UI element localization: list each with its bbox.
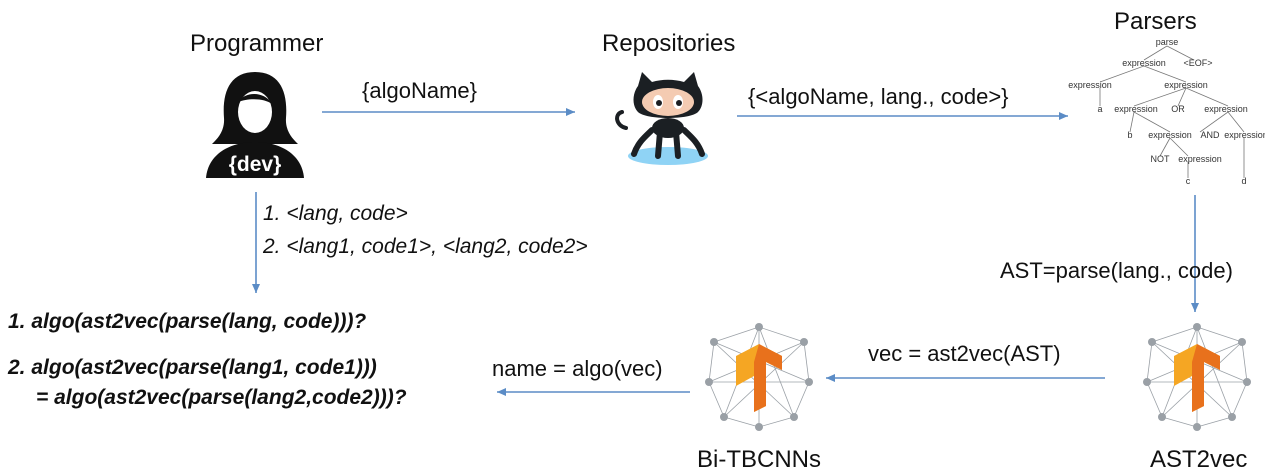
repositories-title: Repositories [602,30,736,57]
edge-label-algo-vec: name = algo(vec) [492,356,663,381]
tree-node: OR [1171,104,1185,114]
tree-node: expression [1068,80,1112,90]
question-2-line-1: 2. algo(ast2vec(parse(lang1, code1))) [8,356,377,379]
tree-node: expression [1122,58,1166,68]
tree-node: expression [1224,130,1265,140]
tree-node: expression [1148,130,1192,140]
question-1: 1. algo(ast2vec(parse(lang, code)))? [8,310,367,333]
tree-node: NOT [1151,154,1171,164]
parsers-title: Parsers [1114,8,1197,35]
tree-node: d [1241,176,1246,186]
tree-node: expression [1114,104,1158,114]
tree-node: b [1127,130,1132,140]
edge-label-ast-parse: AST=parse(lang., code) [1000,258,1233,283]
edge-label-algoname: {algoName} [362,78,477,103]
tensorflow-network-icon [705,323,813,431]
tree-node: expression [1178,154,1222,164]
edge-label-algoname-lang-code: {<algoName, lang., code>} [748,84,1009,109]
tree-node: expression [1204,104,1248,114]
edge-label-ast2vec: vec = ast2vec(AST) [868,341,1061,366]
octocat-icon [615,72,708,165]
tree-node: parse [1156,37,1179,47]
bitbcnns-title: Bi-TBCNNs [697,446,821,473]
dev-badge: {dev} [229,153,282,176]
tree-node: <EOF> [1183,58,1212,68]
question-2-line-2: = algo(ast2vec(parse(lang2,code2)))? [36,386,407,409]
programmer-title: Programmer [190,30,324,57]
input-item-1: 1. <lang, code> [263,202,408,225]
tensorflow-network-icon [1143,323,1251,431]
tree-node: a [1097,104,1102,114]
parse-tree-icon: parse expression <EOF> expression expres… [1068,37,1265,186]
ast2vec-title: AST2vec [1150,446,1248,473]
tree-node: c [1186,176,1191,186]
input-item-2: 2. <lang1, code1>, <lang2, code2> [263,235,588,258]
tree-node: AND [1200,130,1220,140]
tree-node: expression [1164,80,1208,90]
developer-icon: {dev} [206,72,304,178]
